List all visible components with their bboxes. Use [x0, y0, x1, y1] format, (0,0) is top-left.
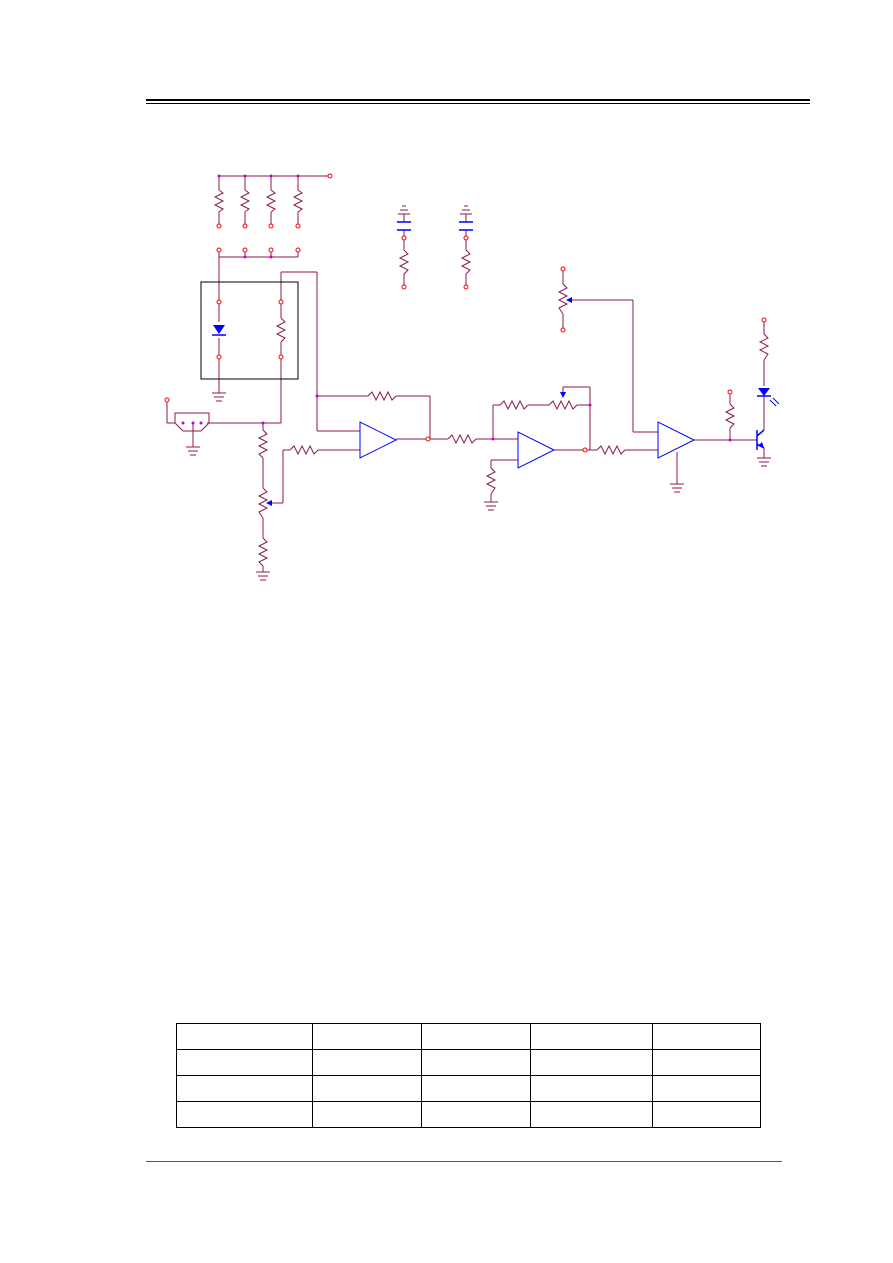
pot-wipers [266, 297, 572, 506]
table-row [176, 1023, 761, 1050]
table-row [176, 1101, 761, 1128]
connector-housing [174, 412, 210, 432]
wires [166, 175, 765, 572]
table-row [176, 1049, 761, 1076]
header-rule [146, 99, 810, 101]
table-cell [530, 1023, 653, 1050]
capacitors [397, 221, 473, 231]
table-cell [421, 1075, 531, 1102]
table-cell [176, 1023, 313, 1050]
table-row [176, 1075, 761, 1102]
cap-top-symbols [398, 205, 472, 215]
table-cell [421, 1101, 531, 1128]
table-cell [652, 1101, 761, 1128]
junctions [181, 174, 732, 442]
table-cell [530, 1101, 653, 1128]
op-amps [359, 421, 696, 469]
potentiometers [257, 283, 578, 519]
resistors [213, 189, 770, 567]
table-cell [312, 1075, 422, 1102]
ground-symbols [186, 392, 771, 581]
table-cell [176, 1101, 313, 1128]
table-cell [312, 1101, 422, 1128]
table-cell [652, 1049, 761, 1076]
circuit-schematic [164, 173, 780, 581]
table-cell [652, 1075, 761, 1102]
header-rule-thin [146, 103, 810, 104]
photodiode-icon [212, 325, 226, 336]
table-cell [312, 1049, 422, 1076]
table-cell [176, 1075, 313, 1102]
sensor-module-box [200, 281, 299, 380]
table-cell [176, 1049, 313, 1076]
transistor-emitter-arrow [758, 442, 764, 448]
empty-data-table [176, 1023, 761, 1128]
table-cell [421, 1023, 531, 1050]
table-cell [530, 1049, 653, 1076]
table-cell [530, 1075, 653, 1102]
table-cell [421, 1049, 531, 1076]
footer-rule [146, 1161, 782, 1162]
table-cell [312, 1023, 422, 1050]
table-cell [652, 1023, 761, 1050]
terminals [164, 173, 767, 453]
led-icon [757, 388, 780, 407]
